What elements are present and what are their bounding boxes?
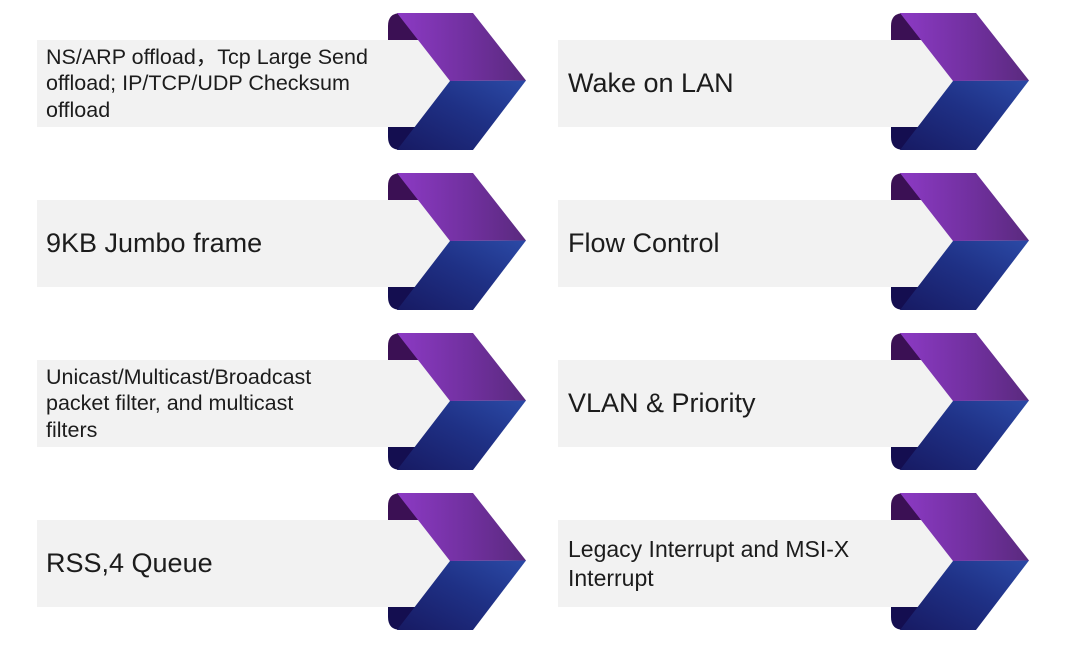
- feature-label: Flow Control: [568, 228, 720, 259]
- feature-label-bar: RSS,4 Queue: [37, 520, 452, 607]
- feature-grid: NS/ARP offload，Tcp Large Send offload; I…: [37, 13, 1031, 649]
- feature-label: Wake on LAN: [568, 68, 734, 99]
- feature-label-bar: Wake on LAN: [558, 40, 955, 127]
- feature-item-vlan-priority: VLAN & Priority: [558, 333, 1031, 493]
- feature-column-right: Wake on LAN Flow Control: [558, 13, 1031, 649]
- chevron-arrow-icon: [397, 13, 526, 150]
- chevron-arrow-icon: [397, 493, 526, 630]
- feature-label: 9KB Jumbo frame: [46, 228, 263, 259]
- feature-label-bar: 9KB Jumbo frame: [37, 200, 452, 287]
- feature-label-bar: NS/ARP offload，Tcp Large Send offload; I…: [37, 40, 452, 127]
- chevron-arrow-icon: [900, 493, 1029, 630]
- feature-label: RSS,4 Queue: [46, 548, 213, 579]
- feature-item-rss-queue: RSS,4 Queue: [37, 493, 528, 649]
- feature-label: Legacy Interrupt and MSI-X Interrupt: [568, 535, 850, 591]
- feature-label: NS/ARP offload，Tcp Large Send offload; I…: [46, 44, 368, 122]
- feature-label-bar: Unicast/Multicast/Broadcast packet filte…: [37, 360, 452, 447]
- feature-label: Unicast/Multicast/Broadcast packet filte…: [46, 364, 312, 442]
- chevron-arrow-icon: [900, 173, 1029, 310]
- feature-label-bar: VLAN & Priority: [558, 360, 955, 447]
- feature-item-jumbo-frame: 9KB Jumbo frame: [37, 173, 528, 333]
- feature-column-left: NS/ARP offload，Tcp Large Send offload; I…: [37, 13, 528, 649]
- chevron-arrow-icon: [397, 333, 526, 470]
- feature-label-bar: Flow Control: [558, 200, 955, 287]
- chevron-arrow-icon: [397, 173, 526, 310]
- feature-item-wake-on-lan: Wake on LAN: [558, 13, 1031, 173]
- chevron-arrow-icon: [900, 333, 1029, 470]
- feature-label-bar: Legacy Interrupt and MSI-X Interrupt: [558, 520, 955, 607]
- feature-item-offload: NS/ARP offload，Tcp Large Send offload; I…: [37, 13, 528, 173]
- chevron-arrow-icon: [900, 13, 1029, 150]
- feature-item-flow-control: Flow Control: [558, 173, 1031, 333]
- feature-label: VLAN & Priority: [568, 388, 756, 419]
- feature-item-interrupt: Legacy Interrupt and MSI-X Interrupt: [558, 493, 1031, 649]
- feature-item-packet-filter: Unicast/Multicast/Broadcast packet filte…: [37, 333, 528, 493]
